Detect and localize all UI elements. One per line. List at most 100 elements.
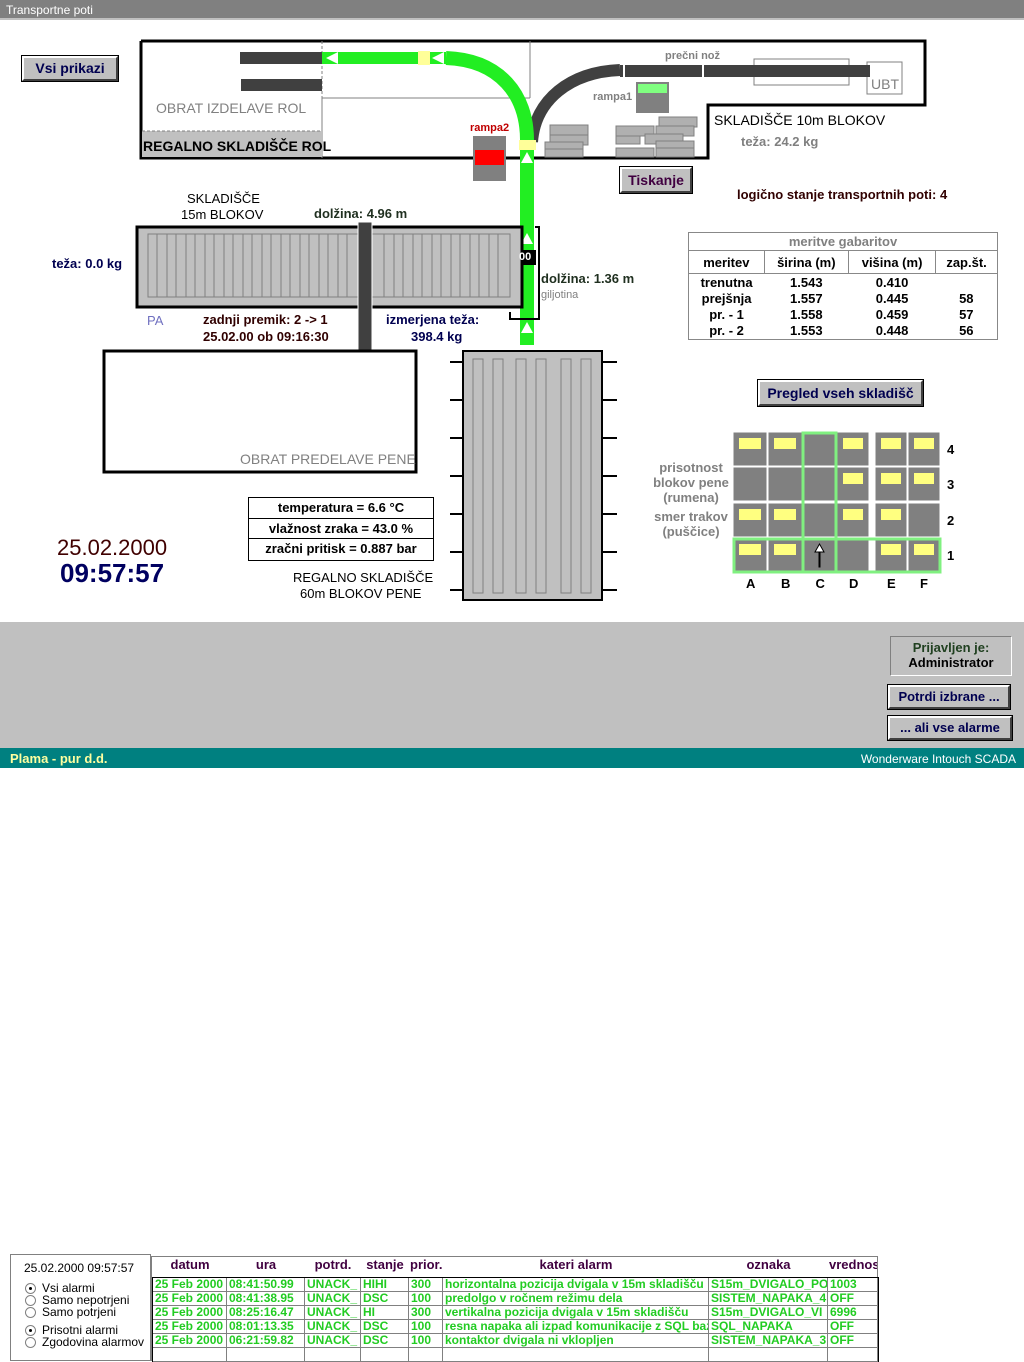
confirm-selected-button[interactable]: Potrdi izbrane ... xyxy=(887,684,1011,710)
alarm-cell: 6996 xyxy=(828,1306,878,1319)
alarm-cell: OFF xyxy=(828,1292,878,1305)
alarm-col-header[interactable]: datum xyxy=(170,1257,210,1272)
alarm-col-header[interactable]: kateri alarm xyxy=(539,1257,613,1272)
legend-line: prisotnost xyxy=(659,460,723,475)
alarm-cell: UNACK_ xyxy=(305,1278,361,1291)
pa-label: PA xyxy=(147,313,164,328)
alarm-cell: 08:01:13.35 xyxy=(227,1320,305,1333)
regalno-60m-title-2: 60m BLOKOV PENE xyxy=(300,586,422,601)
alarm-col-header[interactable]: vrednost xyxy=(829,1257,877,1272)
foam-block-marker xyxy=(843,438,863,449)
alarm-cell: S15m_DVIGALO_VI xyxy=(709,1306,828,1319)
green-conveyor xyxy=(322,51,536,345)
measurement-cell: pr. - 2 xyxy=(709,323,744,339)
logical-state: logično stanje transportnih poti: 4 xyxy=(737,187,948,202)
alarm-datetime: 25.02.2000 09:57:57 xyxy=(24,1261,135,1275)
confirm-all-button[interactable]: ... ali vse alarme xyxy=(887,715,1013,741)
legend-line: smer trakov xyxy=(654,509,728,524)
alarm-row[interactable] xyxy=(153,1348,878,1362)
alarm-filter-panel: 25.02.2000 09:57:57 Vsi alarmi Samo nepo… xyxy=(10,1254,151,1361)
alarm-cell: 1003 xyxy=(828,1278,878,1291)
grid-col-label: A xyxy=(746,576,756,591)
grid-col-label: C xyxy=(815,576,825,591)
alarm-cell: 08:41:50.99 xyxy=(227,1278,305,1291)
counter-display: 00 xyxy=(519,251,532,263)
humidity: vlažnost zraka = 43.0 % xyxy=(249,519,433,539)
alarm-cell: 08:25:16.47 xyxy=(227,1306,305,1319)
grid-row-label: 3 xyxy=(947,477,955,492)
ubt-label: UBT xyxy=(871,76,899,92)
last-move: zadnji premik: 2 -> 1 xyxy=(203,312,328,327)
filter-ack-radio[interactable]: Samo potrjeni xyxy=(25,1305,144,1319)
alarm-col-header[interactable]: potrd. xyxy=(314,1257,352,1272)
alarm-cell: S15m_DVIGALO_PO xyxy=(711,1278,828,1291)
alarm-col-header[interactable]: ura xyxy=(255,1257,277,1272)
measured-weight-value: 398.4 kg xyxy=(411,329,463,344)
clock-date: 25.02.2000 xyxy=(57,535,168,560)
alarm-cell: SISTEM_NAPAKA_3 xyxy=(711,1334,828,1347)
measurement-cell xyxy=(936,274,998,291)
radio-icon xyxy=(25,1294,36,1306)
alarm-col-header[interactable]: stanje xyxy=(366,1257,404,1272)
foam-block-marker xyxy=(914,438,934,449)
alarm-cell: 25 Feb 2000 xyxy=(153,1306,227,1319)
alarm-cell: DSC xyxy=(361,1292,409,1305)
alarm-col-header[interactable]: prior. xyxy=(410,1257,442,1272)
grid-cell xyxy=(732,466,768,502)
grid-cell xyxy=(802,431,837,467)
alarm-table-header: datum ura potrd. stanje prior. kateri alarm oz… xyxy=(152,1257,878,1277)
storage-15m xyxy=(135,221,540,359)
grid-cell xyxy=(767,466,803,502)
skladisce-10m-title: SKLADIŠČE 10m BLOKOV xyxy=(714,112,886,128)
mode-history-radio[interactable]: Zgodovina alarmov xyxy=(25,1335,144,1349)
measurement-cell: 0.410 xyxy=(875,274,909,290)
stacked-blocks xyxy=(544,116,698,158)
measurement-cell: trenutna xyxy=(700,274,753,290)
clock-time: 09:57:57 xyxy=(60,558,165,588)
grid-cell xyxy=(802,466,837,502)
alarm-col-header[interactable]: oznaka xyxy=(746,1257,791,1272)
col-header: višina (m) xyxy=(848,250,937,274)
rampa1-icon xyxy=(636,82,669,113)
radio-icon xyxy=(25,1324,36,1336)
radio-icon xyxy=(25,1282,36,1294)
obrat-predelave-box xyxy=(102,349,418,474)
grid-cell xyxy=(802,502,837,538)
alarm-cell xyxy=(361,1348,409,1361)
company-name: Plama - pur d.d. xyxy=(10,751,108,766)
grid-cell xyxy=(907,502,941,538)
environment-readings: temperatura = 6.6 °C vlažnost zraka = 43… xyxy=(248,497,434,561)
foam-block-marker xyxy=(774,509,796,520)
foam-block-marker xyxy=(739,544,761,555)
measurement-cell: 57 xyxy=(959,307,974,323)
vsi-prikazi-button[interactable]: Vsi prikazi xyxy=(21,55,119,82)
alarm-cell: DSC xyxy=(361,1320,409,1333)
window-title: Transportne poti xyxy=(6,3,93,17)
alarm-cell xyxy=(227,1348,305,1361)
pregled-skladisc-button[interactable]: Pregled vseh skladišč xyxy=(757,379,924,407)
grid-cell xyxy=(907,431,941,467)
skladisce-10m-weight: teža: 24.2 kg xyxy=(741,134,819,149)
alarm-cell: OFF xyxy=(828,1334,878,1347)
giljotina-label: giljotina xyxy=(541,289,579,301)
foam-block-marker xyxy=(843,509,863,520)
alarm-cell: HIHI xyxy=(361,1278,409,1291)
temperature: temperatura = 6.6 °C xyxy=(249,498,433,519)
alarm-cell xyxy=(409,1348,443,1361)
tiskanje-button[interactable]: Tiskanje xyxy=(619,166,693,194)
alarm-cell: SQL_NAPAKA xyxy=(709,1320,828,1333)
login-user: Administrator xyxy=(908,655,994,670)
foam-block-marker xyxy=(739,509,761,520)
alarm-table[interactable]: datum ura potrd. stanje prior. kateri alarm oz… xyxy=(151,1256,879,1362)
measurement-cell: pr. - 1 xyxy=(709,307,744,323)
rampa2-icon xyxy=(473,136,506,181)
grid-cell xyxy=(836,466,870,502)
